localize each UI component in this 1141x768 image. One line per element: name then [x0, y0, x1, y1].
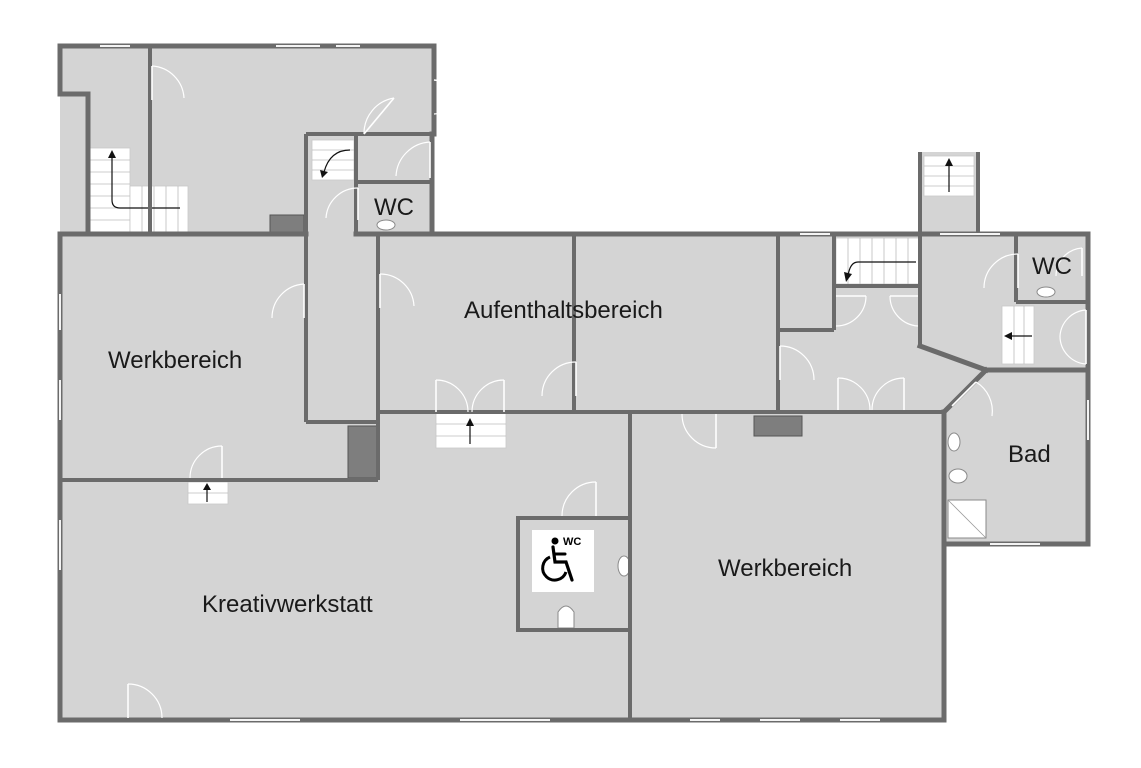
stairs-top-right-exterior — [923, 155, 975, 197]
stairs-center-upper — [311, 139, 355, 181]
floor-areas — [60, 46, 1088, 720]
door-wc-right — [983, 253, 1019, 289]
wheelchair-icon — [541, 537, 574, 582]
door-aufenthalt-mid — [541, 361, 577, 397]
sanitary-fixtures — [376, 219, 1056, 629]
windows — [59, 45, 1089, 721]
toilet-icon — [557, 605, 575, 629]
accessible-wc-sign: WC — [532, 530, 594, 592]
room-labels: Werkbereich Aufenthaltsbereich Kreativwe… — [108, 194, 1072, 618]
room-label-kreativwerkstatt: Kreativwerkstatt — [202, 591, 373, 618]
door-werkbereich-left — [271, 283, 305, 319]
accessible-wc-label: WC — [563, 536, 581, 548]
door-upper-corridor — [395, 141, 431, 178]
door-small-stair — [1059, 309, 1087, 365]
door-werkbereich-left-bottom — [189, 445, 223, 479]
room-label-wc-upper-left: WC — [374, 194, 414, 221]
room-label-bad: Bad — [1008, 441, 1051, 468]
door-top-inner — [363, 97, 395, 135]
door-top-left — [151, 65, 185, 100]
room-label-werkbereich-right: Werkbereich — [718, 555, 852, 582]
door-kreativ-bottom — [127, 683, 163, 719]
door-werkbereich-right — [681, 413, 717, 449]
sink-icon — [947, 432, 961, 452]
door-aufenthalt-bottom — [435, 379, 505, 413]
door-right-wing-left — [779, 345, 815, 381]
door-bad — [951, 381, 993, 417]
sink-icon — [376, 219, 396, 231]
door-top-right — [433, 79, 467, 115]
room-label-wc-upper-right: WC — [1032, 253, 1072, 280]
door-wc-right-inner — [1055, 247, 1083, 277]
room-label-aufenthaltsbereich: Aufenthaltsbereich — [464, 297, 663, 324]
door-stair-landing — [835, 295, 919, 327]
stairs-entry-left — [187, 481, 229, 505]
stairs-right-small — [1001, 305, 1035, 365]
door-wc-left — [325, 187, 359, 220]
doors — [127, 65, 1087, 719]
door-right-wing-bottom — [837, 377, 905, 411]
door-accessible-wc — [561, 481, 597, 517]
door-aufenthalt-left — [379, 273, 415, 308]
room-label-werkbereich-left: Werkbereich — [108, 347, 242, 374]
toilet-icon — [948, 468, 968, 484]
stairs-right-wing — [835, 237, 921, 285]
stairs-entry-center — [435, 411, 507, 449]
sink-icon — [1036, 286, 1056, 298]
